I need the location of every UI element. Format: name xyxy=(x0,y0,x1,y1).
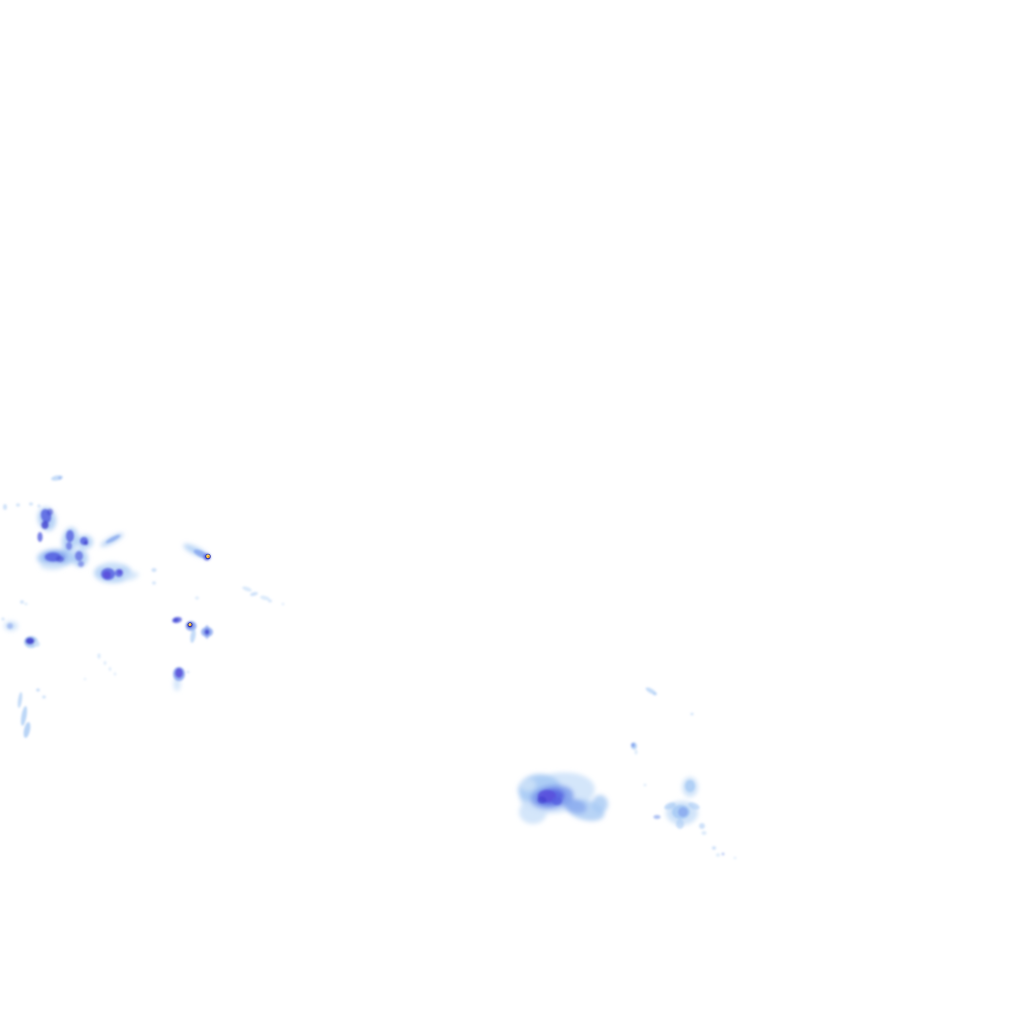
radar-cell xyxy=(113,672,117,676)
radar-cell xyxy=(712,846,716,850)
radar-cell xyxy=(3,504,7,510)
radar-cell xyxy=(66,542,72,550)
radar-cell xyxy=(653,692,657,696)
radar-cell xyxy=(520,779,536,791)
radar-cell xyxy=(281,602,285,606)
radar-cell xyxy=(58,476,62,480)
radar-cell xyxy=(552,797,562,805)
radar-cell xyxy=(701,831,707,835)
radar-cell xyxy=(56,556,64,562)
radar-cell xyxy=(260,595,270,601)
radar-cell xyxy=(7,623,13,629)
radar-cell xyxy=(84,541,88,545)
radar-hotspot xyxy=(189,624,191,626)
radar-cell xyxy=(75,551,83,561)
radar-cell xyxy=(103,661,107,665)
radar-cell xyxy=(40,562,64,570)
radar-cell xyxy=(721,852,725,856)
radar-hotspots-group xyxy=(187,553,211,628)
radar-cell xyxy=(152,581,156,585)
radar-cell xyxy=(537,796,547,804)
radar-cell xyxy=(103,571,111,579)
radar-cell xyxy=(24,602,28,606)
radar-cell xyxy=(634,749,638,755)
radar-cell xyxy=(716,853,720,857)
radar-cell xyxy=(653,815,661,819)
radar-cell xyxy=(20,600,24,604)
radar-cells-fine-group xyxy=(1,475,737,860)
radar-cell xyxy=(175,668,183,678)
radar-cell xyxy=(204,629,210,635)
radar-cell xyxy=(102,562,122,570)
radar-hotspot xyxy=(207,556,210,558)
radar-cell xyxy=(66,530,74,542)
radar-cell xyxy=(690,712,694,716)
radar-cell xyxy=(47,508,53,516)
radar-cell xyxy=(23,722,31,738)
radar-cell xyxy=(29,502,33,506)
radar-cell xyxy=(195,596,199,600)
radar-cell xyxy=(563,798,587,814)
radar-cell xyxy=(34,641,40,647)
radar-cell xyxy=(37,504,41,508)
radar-cell xyxy=(36,688,40,692)
radar-cell xyxy=(250,591,258,597)
radar-cell xyxy=(123,571,139,581)
radar-cell xyxy=(631,742,635,748)
radar-cell xyxy=(78,561,84,567)
radar-cell xyxy=(17,692,23,708)
radar-cell xyxy=(37,532,43,542)
radar-cell xyxy=(268,599,272,603)
radar-cell xyxy=(105,534,121,544)
radar-cell xyxy=(190,629,196,643)
radar-cell xyxy=(699,823,705,829)
radar-cell xyxy=(685,780,695,792)
radar-cell xyxy=(676,819,684,829)
radar-cell xyxy=(151,568,157,572)
radar-cell xyxy=(242,586,252,592)
radar-cell xyxy=(733,856,737,860)
radar-cell xyxy=(186,670,190,674)
radar-cell xyxy=(25,637,35,645)
radar-cell xyxy=(173,618,179,622)
radar-cell xyxy=(83,677,87,681)
radar-cell xyxy=(42,695,46,699)
radar-cell xyxy=(108,667,112,671)
radar-cell xyxy=(592,795,608,813)
radar-cell xyxy=(16,503,20,507)
radar-cell xyxy=(645,687,657,695)
radar-cell xyxy=(1,617,5,621)
radar-cell xyxy=(688,802,700,810)
radar-cell xyxy=(20,706,28,726)
radar-cell xyxy=(97,653,101,659)
radar-cell xyxy=(643,783,647,787)
radar-cell xyxy=(664,802,676,810)
radar-cell xyxy=(41,521,49,529)
radar-cell xyxy=(117,569,123,575)
radar-cell xyxy=(678,807,688,817)
